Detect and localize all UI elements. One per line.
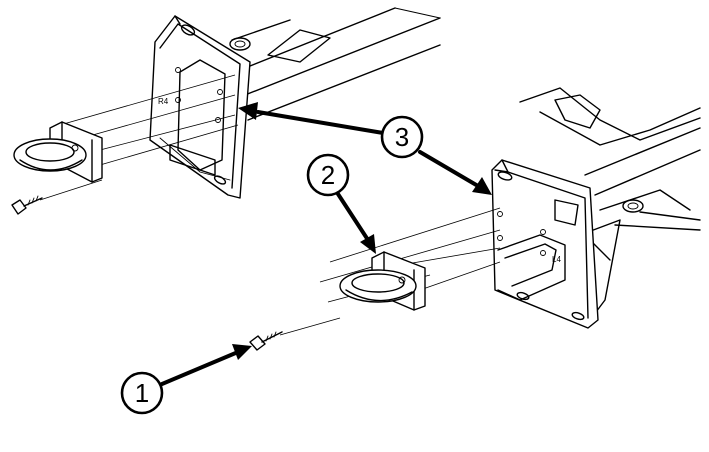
callout-2-label: 2 <box>321 160 335 190</box>
arrow-3a-head <box>238 102 258 120</box>
leader-arrows <box>160 102 492 386</box>
bolt-hole <box>497 211 503 217</box>
left-bolt <box>11 195 43 215</box>
arrow-1-head <box>232 344 252 360</box>
right-frame-rail <box>519 87 701 321</box>
callout-2: 2 <box>306 153 350 197</box>
right-bolt <box>249 331 283 351</box>
bolt-hole <box>175 67 181 73</box>
right-tow-hook <box>339 251 426 311</box>
left-mounting-bracket: R4 <box>149 15 251 199</box>
right-mounting-bracket: L4 <box>491 159 599 329</box>
callout-1-label: 1 <box>135 378 149 408</box>
arrow-2-head <box>360 234 376 254</box>
bracket-mark-left: R4 <box>158 97 169 106</box>
left-tow-hook <box>13 121 103 183</box>
bolt-hole <box>540 229 546 235</box>
callout-1: 1 <box>120 371 164 415</box>
bolt-hole <box>217 89 223 95</box>
bolt-hole <box>540 250 546 256</box>
bracket-mark-right: L4 <box>552 255 561 264</box>
arrow-3b-head <box>472 177 492 195</box>
callout-3-label: 3 <box>395 122 409 152</box>
left-frame-rail <box>229 7 441 121</box>
left-alignment-lines <box>39 74 239 201</box>
callout-3: 3 <box>380 115 424 159</box>
bolt-hole <box>175 97 181 103</box>
bolt-hole <box>497 235 503 241</box>
